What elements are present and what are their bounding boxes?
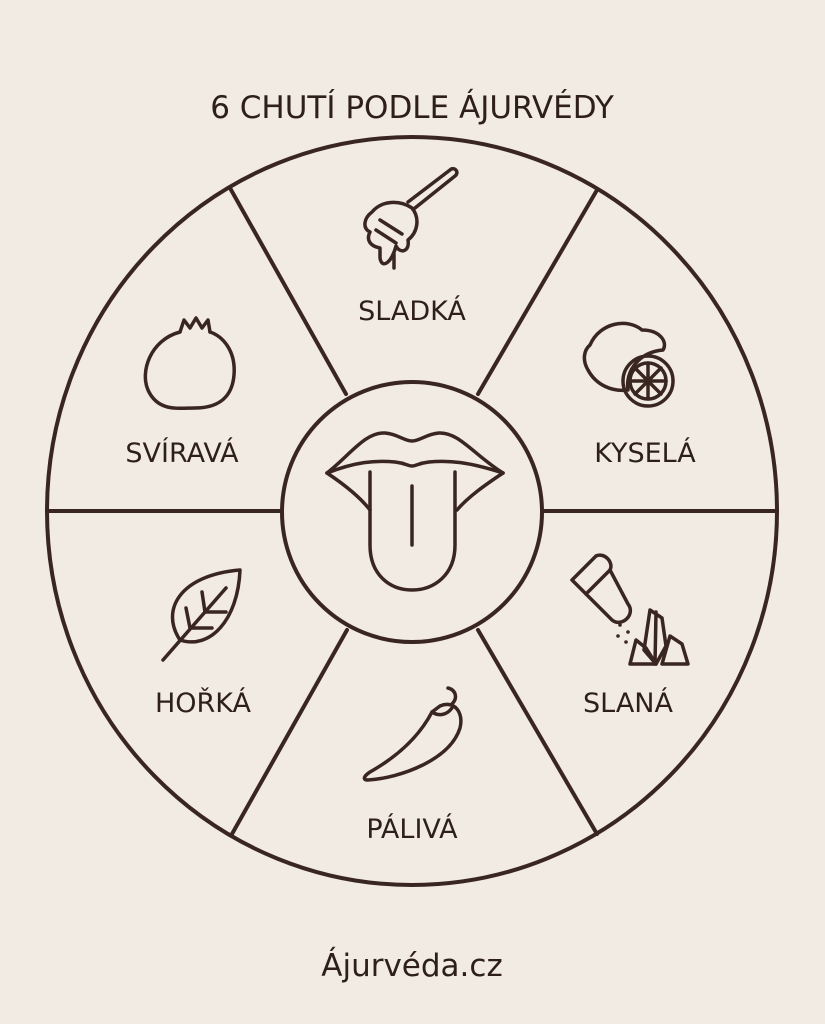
lemon-icon bbox=[582, 321, 675, 408]
leaf-icon bbox=[161, 568, 242, 662]
divider-bottom-right bbox=[476, 628, 599, 836]
brand-footer: Ájurvéda.cz bbox=[321, 948, 502, 984]
salt-shaker-crystals-icon bbox=[570, 553, 690, 666]
taste-label-svirava: SVÍRAVÁ bbox=[125, 437, 239, 469]
divider-top-right bbox=[476, 188, 599, 396]
taste-label-kysela: KYSELÁ bbox=[594, 437, 696, 469]
tongue-icon bbox=[325, 431, 505, 592]
pomegranate-icon bbox=[143, 316, 236, 411]
divider-bottom-left bbox=[230, 628, 349, 836]
taste-label-sladka: SLADKÁ bbox=[358, 295, 466, 327]
taste-label-slana: SLANÁ bbox=[583, 687, 673, 719]
honey-dipper-icon bbox=[363, 166, 459, 270]
segment-dividers bbox=[46, 186, 779, 836]
chili-pepper-icon bbox=[362, 686, 463, 782]
divider-top-left bbox=[228, 186, 348, 396]
taste-label-horka: HOŘKÁ bbox=[155, 687, 252, 719]
diagram-title: 6 CHUTÍ PODLE ÁJURVÉDY bbox=[210, 90, 614, 126]
taste-label-paliva: PÁLIVÁ bbox=[366, 813, 458, 845]
